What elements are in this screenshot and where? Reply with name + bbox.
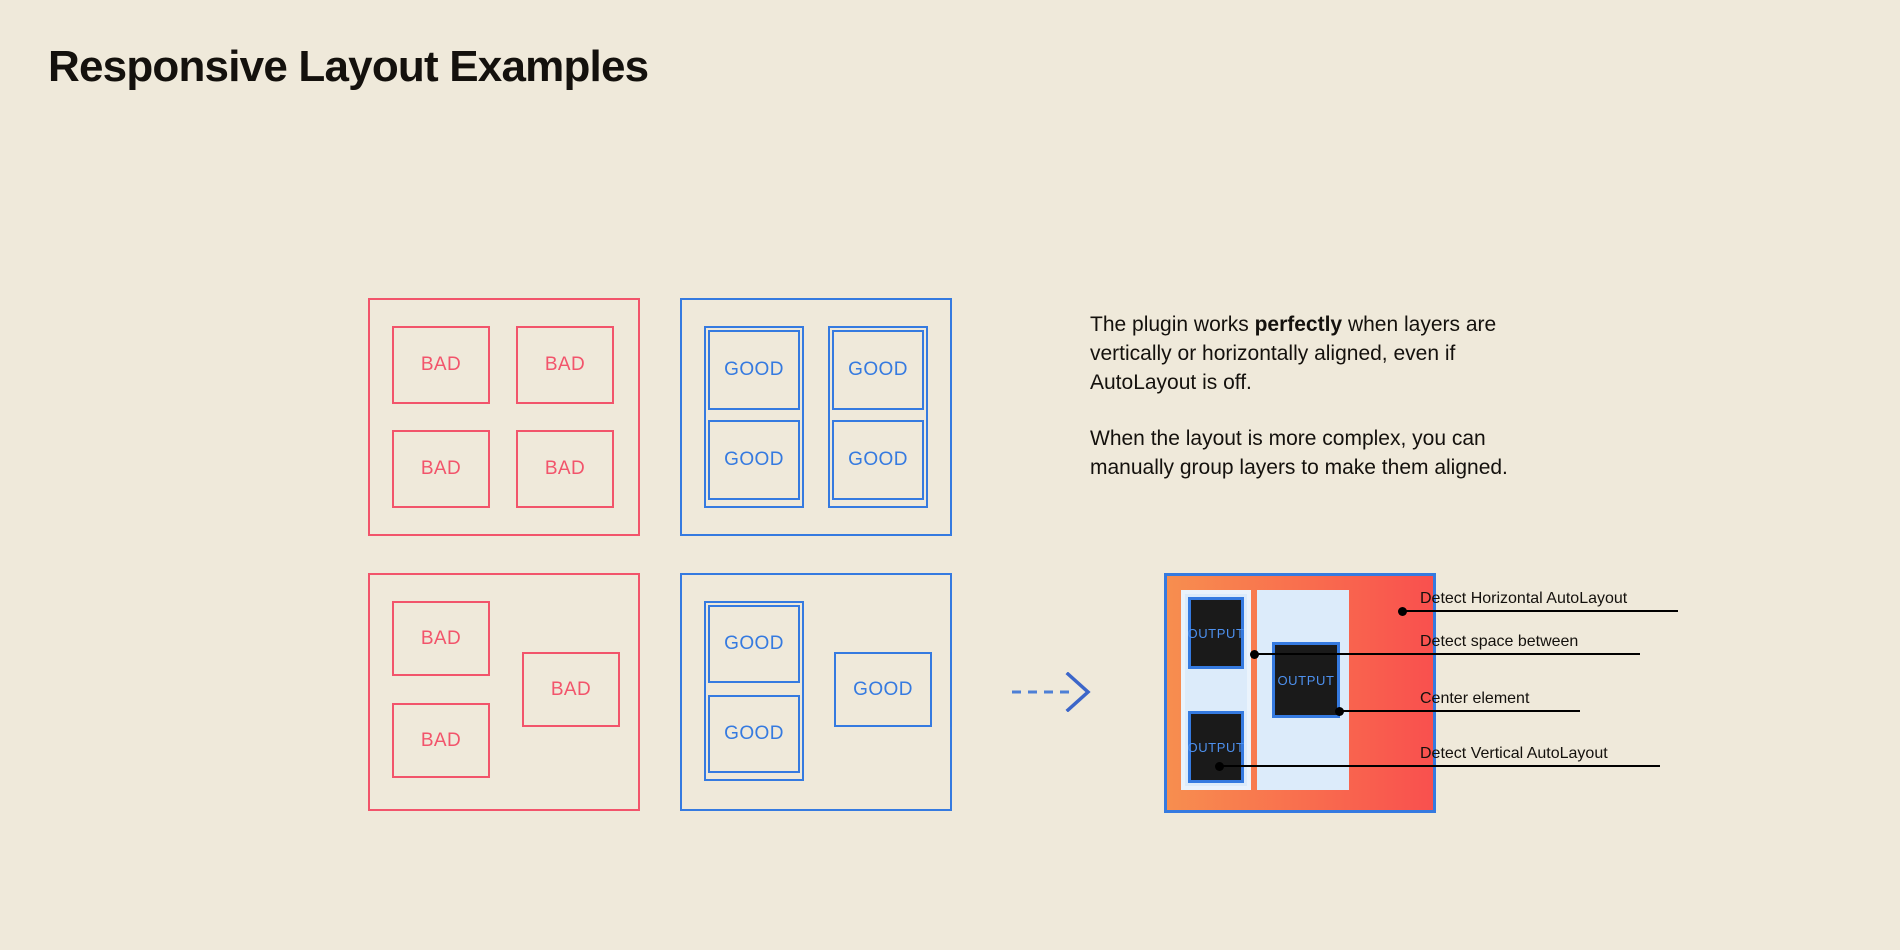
bad-cell-label: BAD — [420, 354, 462, 375]
callout-detect-horizontal-autolayout: Detect Horizontal AutoLayout — [1398, 588, 1680, 616]
callout-detect-space-between: Detect space between — [1250, 631, 1640, 659]
callout-dot — [1215, 762, 1224, 771]
good-cell: GOOD — [832, 420, 924, 500]
bad-cell: BAD — [392, 601, 490, 676]
good-cell-label: GOOD — [724, 723, 784, 744]
callout-underline — [1420, 610, 1678, 612]
good-cell: GOOD — [708, 420, 800, 500]
bad-cell-label: BAD — [420, 627, 462, 649]
bad-cell-label: BAD — [544, 354, 586, 375]
callout-underline — [1420, 765, 1660, 767]
callout-label: Detect Vertical AutoLayout — [1420, 745, 1608, 762]
callout-center-element: Center element — [1335, 688, 1580, 716]
bad-cell: BAD — [392, 430, 490, 508]
layer-group-wrapper: GOOD GOOD — [704, 326, 804, 508]
copy-paragraph-2: When the layout is more complex, you can… — [1090, 427, 1508, 479]
bad-cell-label: BAD — [544, 458, 586, 479]
callout-stem — [1255, 653, 1421, 655]
callout-stem — [1220, 765, 1421, 767]
example-frame-bottom-good: GOOD GOOD GOOD — [680, 573, 952, 811]
copy-paragraph-1: The plugin works perfectly when layers a… — [1090, 310, 1540, 397]
bad-cell-label: BAD — [420, 729, 462, 751]
copy-p1-text-b: when layers are vertically or horizontal… — [1090, 313, 1497, 394]
good-cell-label: GOOD — [724, 359, 784, 380]
callout-dot — [1335, 707, 1344, 716]
annotated-mockup: OUTPUT OUTPUT OUTPUT — [1164, 573, 1436, 813]
bad-cell: BAD — [522, 652, 620, 727]
bad-cell-label: BAD — [550, 678, 592, 700]
bad-cell: BAD — [392, 326, 490, 404]
copy-p1-bold: perfectly — [1254, 313, 1343, 336]
callout-stem — [1340, 710, 1421, 712]
callout-underline — [1420, 710, 1580, 712]
explanatory-copy: The plugin works perfectly when layers a… — [1090, 310, 1540, 482]
good-cell: GOOD — [834, 652, 932, 727]
good-cell-label: GOOD — [848, 449, 908, 470]
bad-cell: BAD — [516, 326, 614, 404]
good-cell-label: GOOD — [853, 678, 913, 700]
callout-stem — [1403, 610, 1421, 612]
example-frame-top-bad: BAD BAD BAD BAD — [368, 298, 640, 536]
good-cell-label: GOOD — [724, 633, 784, 654]
layer-group-wrapper: GOOD GOOD — [828, 326, 928, 508]
transition-arrow — [1010, 671, 1100, 713]
layer-group-wrapper: GOOD GOOD — [704, 601, 804, 781]
good-cell-label: GOOD — [848, 359, 908, 380]
callout-label: Detect space between — [1420, 633, 1579, 650]
output-box-label: OUTPUT — [1277, 672, 1335, 688]
copy-p1-text-a: The plugin works — [1090, 313, 1255, 336]
callout-dot — [1398, 607, 1407, 616]
callout-dot — [1250, 650, 1259, 659]
good-cell: GOOD — [708, 330, 800, 410]
good-cell-label: GOOD — [724, 449, 784, 470]
good-cell: GOOD — [832, 330, 924, 410]
example-frame-top-good: GOOD GOOD GOOD GOOD — [680, 298, 952, 536]
bad-cell-label: BAD — [420, 458, 462, 479]
callout-label: Detect Horizontal AutoLayout — [1420, 590, 1628, 607]
bad-cell: BAD — [392, 703, 490, 778]
mockup-left-group: OUTPUT OUTPUT — [1181, 590, 1251, 790]
callout-label: Center element — [1420, 690, 1530, 707]
output-box: OUTPUT — [1187, 597, 1245, 669]
callout-underline — [1420, 653, 1640, 655]
output-box: OUTPUT — [1187, 711, 1245, 783]
bad-cell: BAD — [516, 430, 614, 508]
callout-detect-vertical-autolayout: Detect Vertical AutoLayout — [1215, 743, 1660, 771]
output-box-label: OUTPUT — [1187, 625, 1245, 641]
output-box-label: OUTPUT — [1187, 739, 1245, 755]
good-cell: GOOD — [708, 605, 800, 683]
page-title: Responsive Layout Examples — [48, 42, 649, 91]
good-cell: GOOD — [708, 695, 800, 773]
dashed-right-arrow-icon — [1012, 671, 1091, 713]
example-frame-bottom-bad: BAD BAD BAD — [368, 573, 640, 811]
